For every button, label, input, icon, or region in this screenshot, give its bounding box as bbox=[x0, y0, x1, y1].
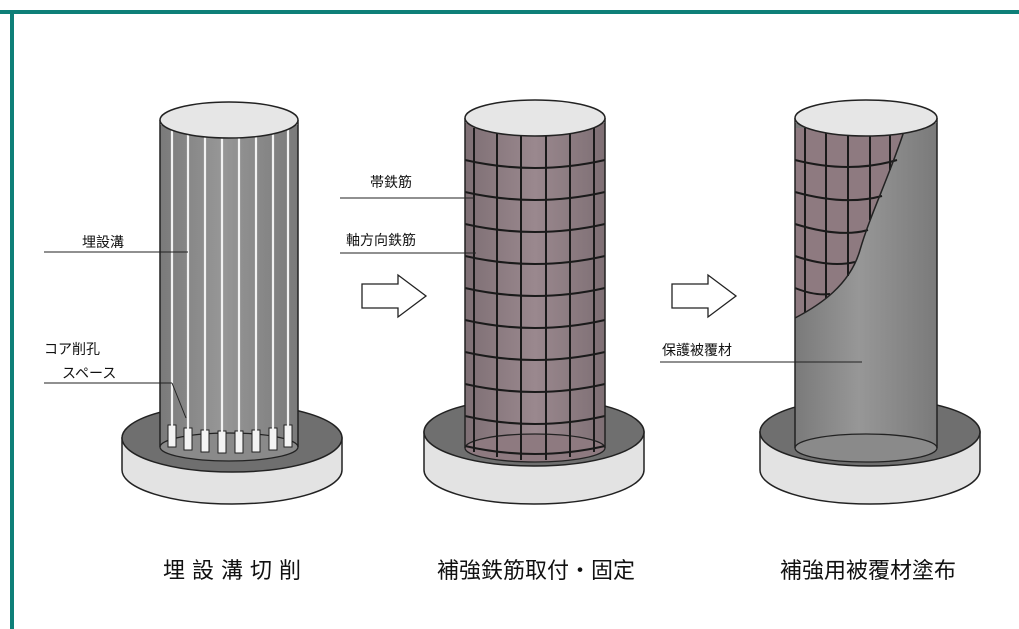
label-core-space-1: コア削孔 bbox=[44, 342, 100, 358]
caption-groove-cutting: 埋 設 溝 切 削 bbox=[163, 559, 301, 584]
exposed-hoop-rebars bbox=[794, 159, 898, 296]
label-cover: 保護被覆材 bbox=[662, 343, 732, 359]
hoop-rebars bbox=[464, 159, 606, 455]
exposed-axial-rebars bbox=[804, 128, 891, 312]
column-bottom bbox=[464, 433, 606, 463]
arrow-right-icon bbox=[671, 273, 738, 319]
column-top bbox=[464, 99, 606, 137]
core-holes bbox=[167, 424, 293, 454]
panel-rebar-install: 帯鉄筋 軸方向鉄筋 補強鉄筋取付・固定 bbox=[340, 99, 645, 584]
frame-top-border bbox=[0, 10, 1019, 14]
label-groove: 埋設溝 bbox=[82, 235, 124, 251]
caption-rebar-install: 補強鉄筋取付・固定 bbox=[437, 559, 635, 584]
column-body bbox=[465, 123, 605, 448]
label-axial: 軸方向鉄筋 bbox=[346, 232, 416, 249]
column-top bbox=[159, 101, 299, 139]
column-body bbox=[160, 125, 298, 447]
panel-coating-application: 保護被覆材 補強用被覆材塗布 bbox=[660, 99, 981, 584]
groove-lines bbox=[170, 128, 290, 434]
label-hoop: 帯鉄筋 bbox=[370, 174, 412, 191]
column-top bbox=[794, 99, 938, 137]
label-core-space-2: スペース bbox=[62, 366, 116, 382]
leader-core-space-b bbox=[171, 382, 187, 419]
caption-coating-application: 補強用被覆材塗布 bbox=[780, 559, 956, 584]
arrow-right-icon bbox=[361, 273, 428, 319]
panel-groove-cutting: 埋設溝 コア削孔 スペース 埋 設 溝 切 削 bbox=[44, 101, 343, 584]
frame-left-border bbox=[10, 10, 14, 629]
exposed-rebar-area bbox=[795, 128, 905, 318]
column-bottom bbox=[794, 433, 938, 463]
